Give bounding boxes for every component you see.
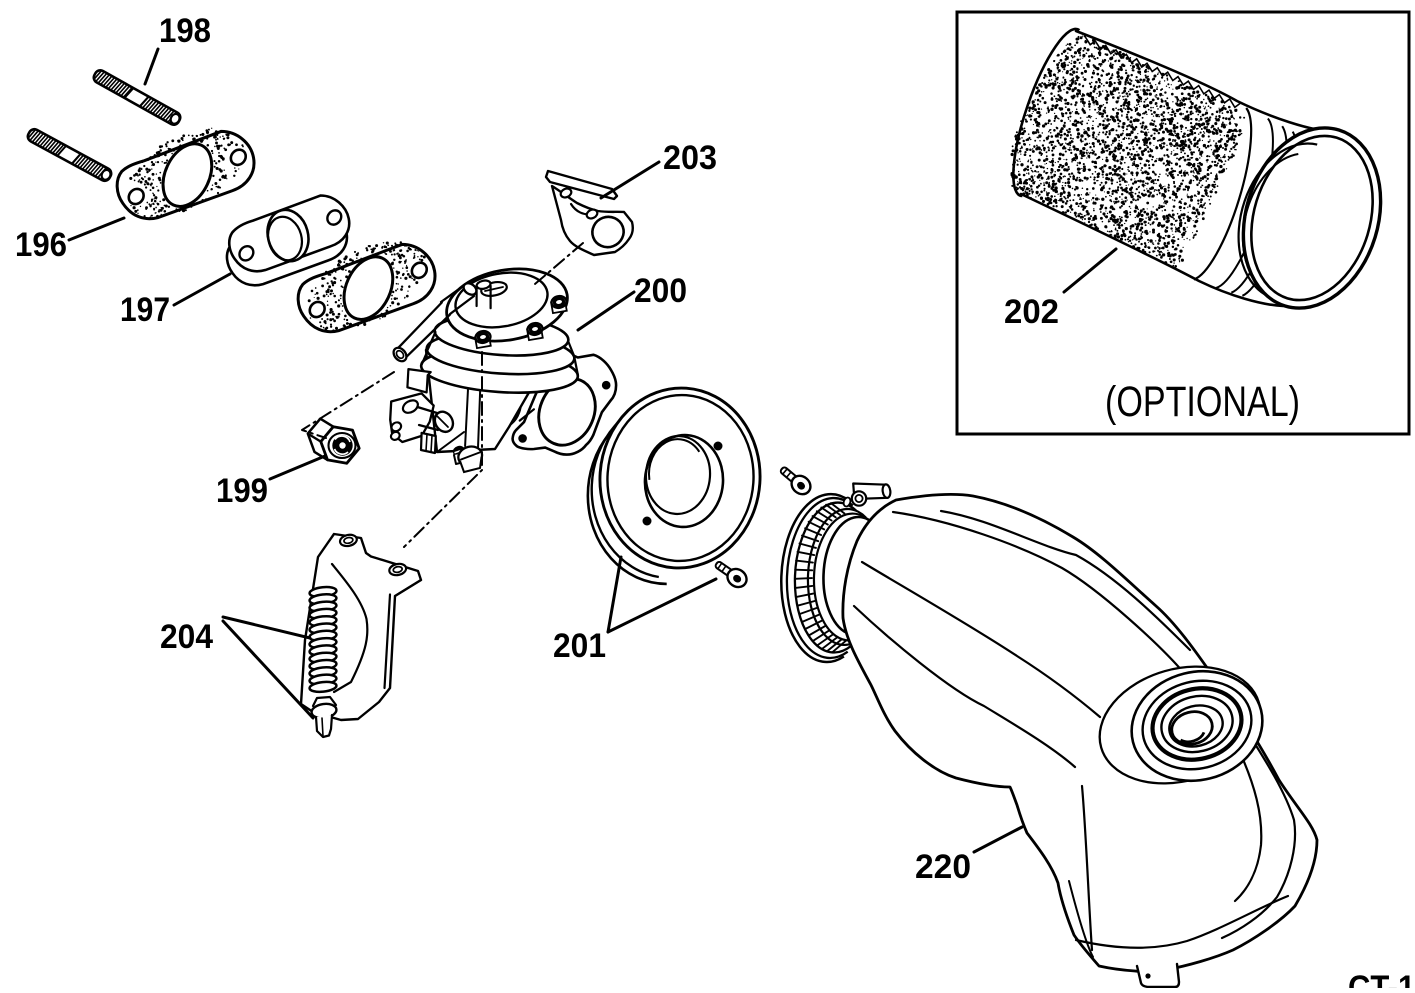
svg-text:(OPTIONAL): (OPTIONAL) [1105, 378, 1300, 426]
svg-text:220: 220 [915, 848, 971, 886]
svg-text:199: 199 [216, 472, 268, 510]
svg-text:200: 200 [634, 272, 687, 310]
svg-text:198: 198 [159, 12, 211, 50]
svg-text:204: 204 [160, 618, 213, 656]
svg-text:196: 196 [15, 226, 67, 264]
svg-text:201: 201 [553, 627, 606, 665]
svg-text:203: 203 [663, 139, 717, 177]
svg-text:197: 197 [120, 291, 170, 329]
svg-text:CT-110: CT-110 [1348, 969, 1415, 988]
svg-text:202: 202 [1004, 293, 1059, 331]
